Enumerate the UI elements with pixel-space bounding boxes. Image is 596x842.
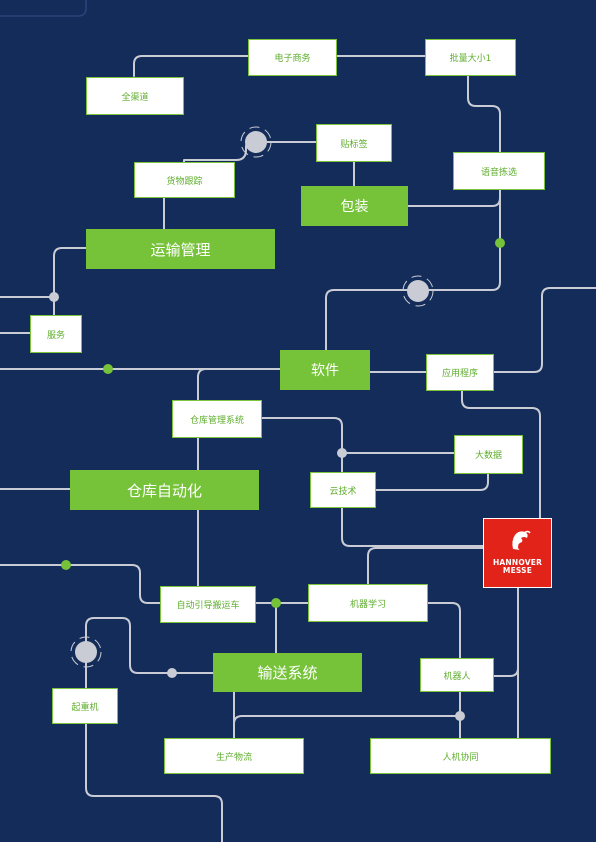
node-agv: 自动引导搬运车: [160, 586, 256, 623]
node-human-robot: 人机协同: [370, 738, 551, 774]
logo-line-2: MESSE: [502, 566, 533, 575]
node-transport-mgmt: 运输管理: [86, 229, 275, 269]
node-software: 软件: [280, 350, 370, 390]
node-omnichannel: 全渠道: [86, 77, 184, 115]
junction-dots: [49, 238, 505, 721]
node-voice-picking: 语音拣选: [453, 152, 545, 190]
node-crane: 起重机: [52, 688, 118, 724]
node-wms: 仓库管理系统: [172, 400, 262, 438]
hub-circles: [70, 126, 434, 668]
node-labeling: 贴标签: [316, 124, 392, 162]
node-service: 服务: [30, 315, 82, 353]
node-cloud-tech: 云技术: [310, 472, 376, 508]
node-warehouse-automation: 仓库自动化: [70, 470, 259, 510]
hermes-head-icon: [512, 530, 531, 550]
logo-line-1: HANNOVER: [492, 558, 543, 567]
node-batch-size: 批量大小1: [425, 39, 516, 76]
node-cargo-tracking: 货物跟踪: [134, 162, 235, 198]
node-robot: 机器人: [420, 658, 494, 692]
node-conveyor-system: 输送系统: [213, 653, 362, 692]
node-big-data: 大数据: [454, 435, 523, 474]
node-production-logistics: 生产物流: [164, 738, 304, 774]
hannover-messe-logo: HANNOVER MESSE: [483, 518, 552, 588]
node-application: 应用程序: [426, 354, 494, 391]
node-packaging: 包装: [301, 186, 408, 226]
node-ecommerce: 电子商务: [248, 39, 337, 76]
node-machine-learning: 机器学习: [308, 584, 428, 622]
